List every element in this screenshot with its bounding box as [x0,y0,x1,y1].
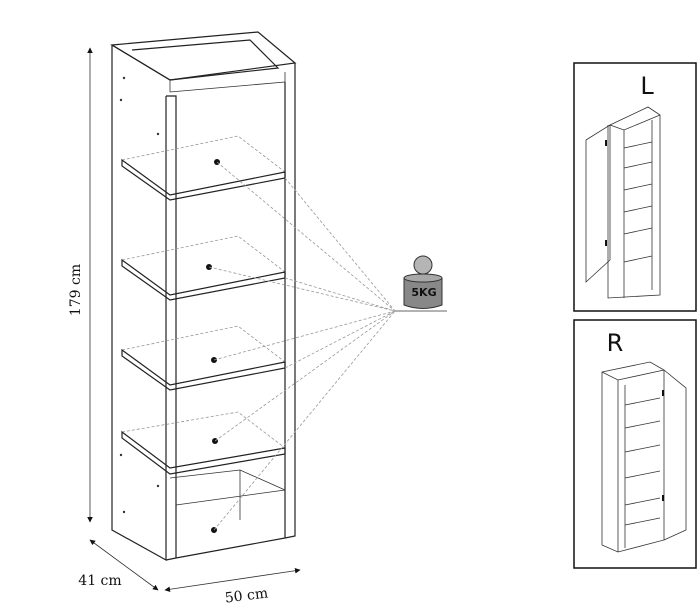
shelf-2 [121,235,286,301]
weight-icon: 5KG [403,255,443,309]
shelf-3 [121,325,286,391]
width-label: 50 cm [224,585,269,605]
weight-label: 5KG [411,286,436,299]
variant-left-box: L [573,62,697,312]
variant-left-label: L [640,72,654,100]
height-label: 179 cm [68,264,84,316]
shelf-1 [121,135,286,201]
load-lines [208,161,447,531]
variant-right-label: R [607,329,624,357]
cabinet-main [110,31,297,562]
depth-dimension: 41 cm [78,539,159,591]
width-dimension: 50 cm [164,567,301,605]
shelf-4 [121,411,286,475]
depth-label: 41 cm [78,573,121,589]
variant-right-box: R [573,319,697,569]
height-dimension: 179 cm [68,47,93,523]
